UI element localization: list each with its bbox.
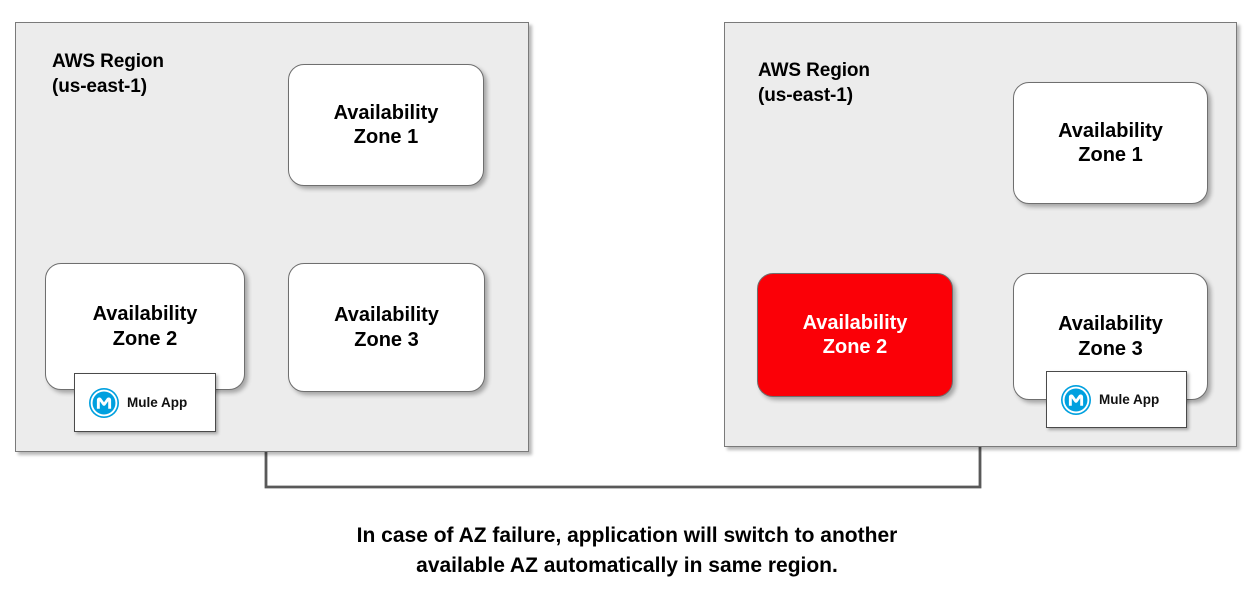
connector-region-link	[264, 447, 982, 489]
left-availability-zone-3[interactable]: Availability Zone 3	[288, 263, 485, 392]
left-mule-app-label: Mule App	[127, 395, 188, 410]
mulesoft-icon	[1061, 384, 1091, 415]
left-availability-zone-1[interactable]: Availability Zone 1	[288, 64, 484, 186]
right-mule-app-chip[interactable]: Mule App	[1046, 371, 1187, 428]
aws-region-right-title: AWS Region (us-east-1)	[758, 60, 870, 107]
right-availability-zone-2[interactable]: Availability Zone 2	[757, 273, 953, 397]
aws-region-left-title: AWS Region (us-east-1)	[52, 51, 164, 98]
right-availability-zone-1[interactable]: Availability Zone 1	[1013, 82, 1208, 204]
right-mule-app-label: Mule App	[1099, 392, 1160, 407]
mulesoft-icon	[89, 387, 119, 418]
diagram-caption: In case of AZ failure, application will …	[356, 524, 898, 577]
left-mule-app-chip[interactable]: Mule App	[74, 373, 216, 432]
left-availability-zone-2[interactable]: Availability Zone 2	[45, 263, 245, 390]
